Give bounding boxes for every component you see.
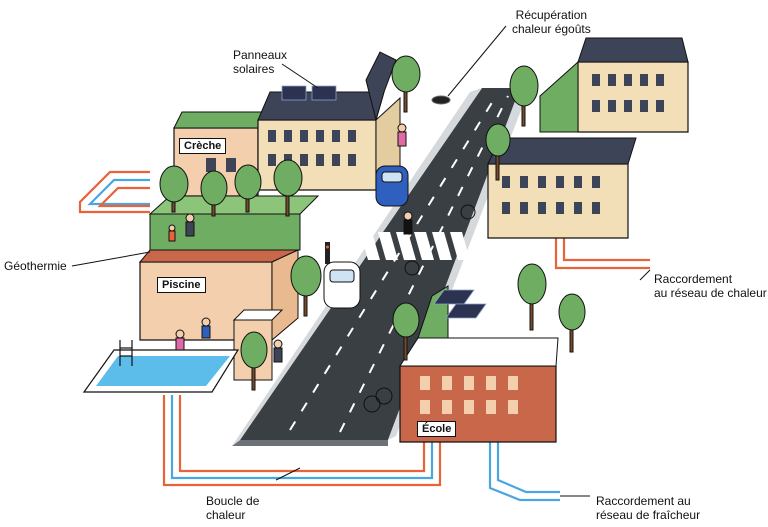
tree-icon [391,55,421,113]
heat-loop-pipe [162,395,442,487]
traffic-light-icon [325,242,330,264]
person-icon [175,329,185,351]
label-panneaux-solaires: Panneaux solaires [233,48,288,76]
tree-icon [558,293,586,353]
tag-ecole: École [417,421,457,437]
tree-icon [485,123,511,181]
label-boucle-chaleur: Boucle de chaleur [206,494,260,522]
tree-icon [159,165,189,213]
person-icon [403,211,413,235]
bicycle-icon [363,204,476,413]
lane-markings [289,95,509,433]
tree-icon [200,170,228,217]
swimming-pool [82,340,240,393]
car-blue-icon [375,165,409,207]
tag-piscine: Piscine [157,277,206,293]
label-recuperation-chaleur: Récupération chaleur égoûts [512,8,591,36]
callout-lines [71,25,651,497]
solar-panel-icon [433,289,487,319]
tree-icon [290,255,322,317]
geothermal-pipe-cool [87,178,150,206]
tree-icon [240,331,268,391]
solar-panel-icon [281,85,337,101]
crosswalk [360,232,470,260]
car-white-icon [323,261,361,309]
pool-ladder-icon [119,340,133,366]
people [168,123,413,363]
apartment-right [487,137,637,239]
vehicles [323,165,476,413]
person-icon [201,317,211,339]
manhole-icon [431,95,451,105]
tree-icon [273,159,303,217]
geothermal-pipe-heat [78,170,150,214]
person-icon [397,123,407,147]
tree-icon [517,263,547,331]
heat-network-pipe [554,238,650,270]
tree-icon [392,302,420,361]
tree-icon [509,65,539,127]
tree-icon [234,164,262,213]
trees [159,55,586,391]
tag-creche: Crèche [179,138,227,154]
person-icon [273,339,283,363]
cooling-network-pipe [488,440,560,502]
pipes [78,170,650,502]
apartment-top-right [539,37,689,133]
person-icon [185,213,195,237]
label-raccordement-chaleur: Raccordement au réseau de chaleur [654,272,767,300]
person-icon [168,224,176,242]
label-geothermie: Géothermie [4,259,67,273]
label-raccordement-fraicheur: Raccordement au réseau de fraîcheur [596,494,701,522]
